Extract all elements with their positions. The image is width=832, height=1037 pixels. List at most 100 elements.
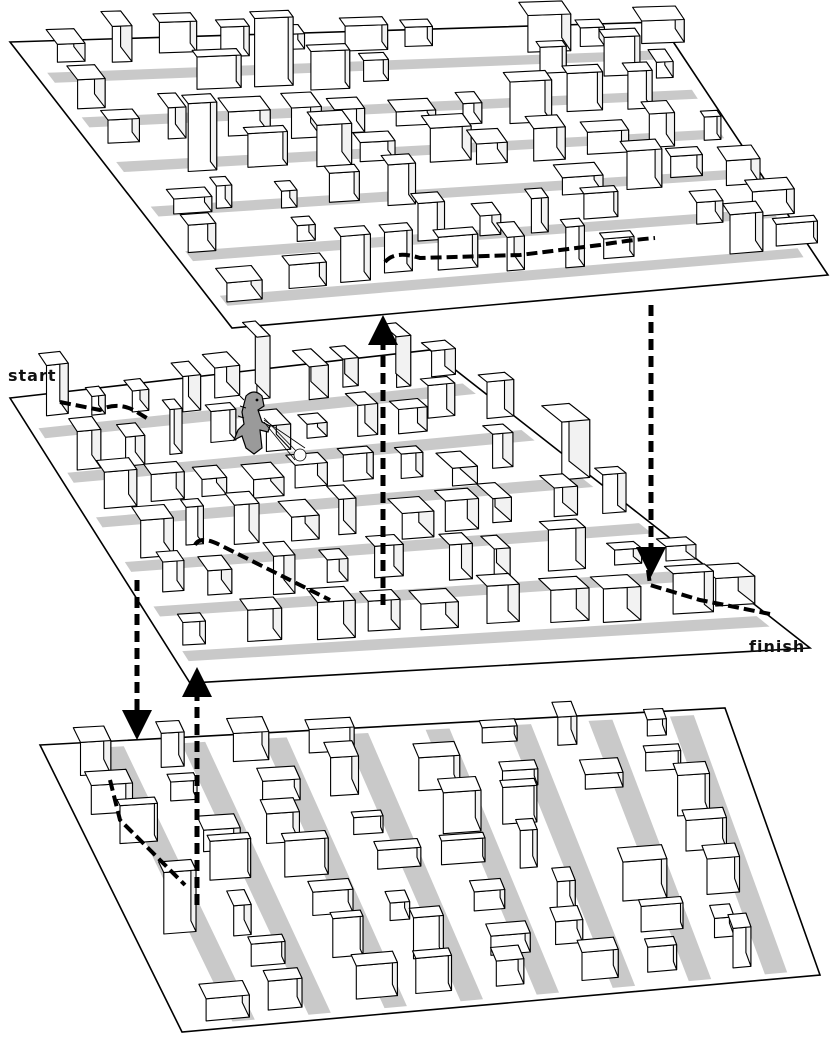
- building-roof: [359, 52, 389, 60]
- building-front: [197, 55, 241, 89]
- building-roof: [644, 709, 667, 720]
- building-roof: [682, 807, 726, 820]
- building-roof: [633, 6, 685, 21]
- building-roof: [330, 346, 359, 360]
- building-roof: [479, 719, 517, 728]
- building-roof: [334, 226, 370, 237]
- building-roof: [292, 349, 328, 367]
- top-city-layer: [10, 1, 828, 328]
- start-label: start: [8, 366, 57, 385]
- building-roof: [643, 744, 680, 753]
- building-front: [285, 838, 328, 877]
- building-roof: [499, 760, 538, 771]
- building-roof: [617, 845, 666, 862]
- finish-label: finish: [749, 637, 805, 656]
- building-roof: [500, 778, 537, 787]
- building-roof: [381, 154, 415, 165]
- building-roof: [250, 10, 293, 18]
- building-side: [210, 94, 216, 170]
- building-roof: [166, 187, 212, 199]
- building-side: [288, 10, 293, 85]
- building-roof: [409, 906, 443, 918]
- building-roof: [539, 519, 585, 530]
- building-roof: [552, 701, 577, 717]
- building-roof: [257, 766, 300, 781]
- building-roof: [171, 361, 201, 376]
- building-roof: [665, 147, 702, 157]
- building-roof: [167, 773, 197, 782]
- building-roof: [382, 323, 411, 337]
- building-roof: [550, 906, 583, 922]
- building-roof: [622, 62, 652, 72]
- building-front: [584, 191, 618, 219]
- building-front: [354, 816, 383, 835]
- building-roof: [702, 843, 740, 859]
- building-roof: [536, 41, 566, 48]
- building-front: [482, 726, 517, 743]
- building-roof: [413, 741, 460, 757]
- building-roof: [199, 981, 249, 999]
- building-front: [378, 847, 421, 869]
- building-front: [442, 838, 486, 865]
- building-front: [255, 17, 294, 87]
- building-roof: [421, 340, 455, 351]
- building-roof: [400, 19, 433, 27]
- building-front: [438, 234, 478, 270]
- building-roof: [388, 98, 436, 112]
- building-roof: [478, 372, 514, 382]
- building-roof: [486, 921, 531, 936]
- building-roof: [599, 28, 640, 37]
- building-roof: [202, 352, 239, 368]
- building-roof: [97, 458, 137, 473]
- building-roof: [39, 351, 69, 365]
- middle-city-layer: [10, 321, 810, 683]
- building-roof: [553, 162, 603, 178]
- building-roof: [197, 814, 240, 830]
- building-roof: [723, 201, 763, 215]
- building-front: [641, 903, 683, 932]
- building-roof: [306, 44, 350, 52]
- building-front: [248, 132, 288, 168]
- building-roof: [324, 164, 359, 173]
- building-front: [311, 50, 350, 90]
- building-roof: [351, 810, 383, 818]
- building-front: [648, 945, 677, 973]
- building-front: [345, 25, 388, 51]
- building-roof: [227, 717, 269, 734]
- building-roof: [745, 177, 795, 192]
- bottom-city-layer: [40, 701, 820, 1032]
- building-roof: [73, 726, 111, 742]
- building-roof: [339, 17, 387, 26]
- building-roof: [620, 139, 662, 151]
- building-roof: [438, 777, 482, 793]
- building-roof: [308, 878, 353, 892]
- building-front: [776, 221, 817, 246]
- building-roof: [192, 49, 241, 57]
- building-roof: [562, 64, 603, 73]
- building-roof: [516, 818, 538, 830]
- building-roof: [260, 798, 299, 814]
- building-front: [333, 916, 363, 957]
- building-roof: [153, 13, 197, 23]
- building-roof: [305, 717, 354, 729]
- building-front: [251, 941, 285, 966]
- building-roof: [470, 878, 505, 892]
- building-front: [623, 859, 667, 901]
- building-roof: [700, 110, 721, 117]
- building-roof: [519, 1, 571, 16]
- building-roof: [575, 19, 605, 28]
- building-roof: [491, 945, 524, 961]
- building-roof: [421, 114, 471, 129]
- building-roof: [182, 94, 217, 104]
- building-front: [356, 962, 397, 999]
- building-roof: [542, 403, 590, 422]
- building-roof: [673, 761, 709, 775]
- building-roof: [385, 890, 410, 903]
- building-front: [416, 955, 452, 993]
- building-roof: [645, 936, 677, 947]
- building-roof: [577, 937, 618, 952]
- building-roof: [85, 769, 133, 785]
- building-roof: [156, 721, 184, 734]
